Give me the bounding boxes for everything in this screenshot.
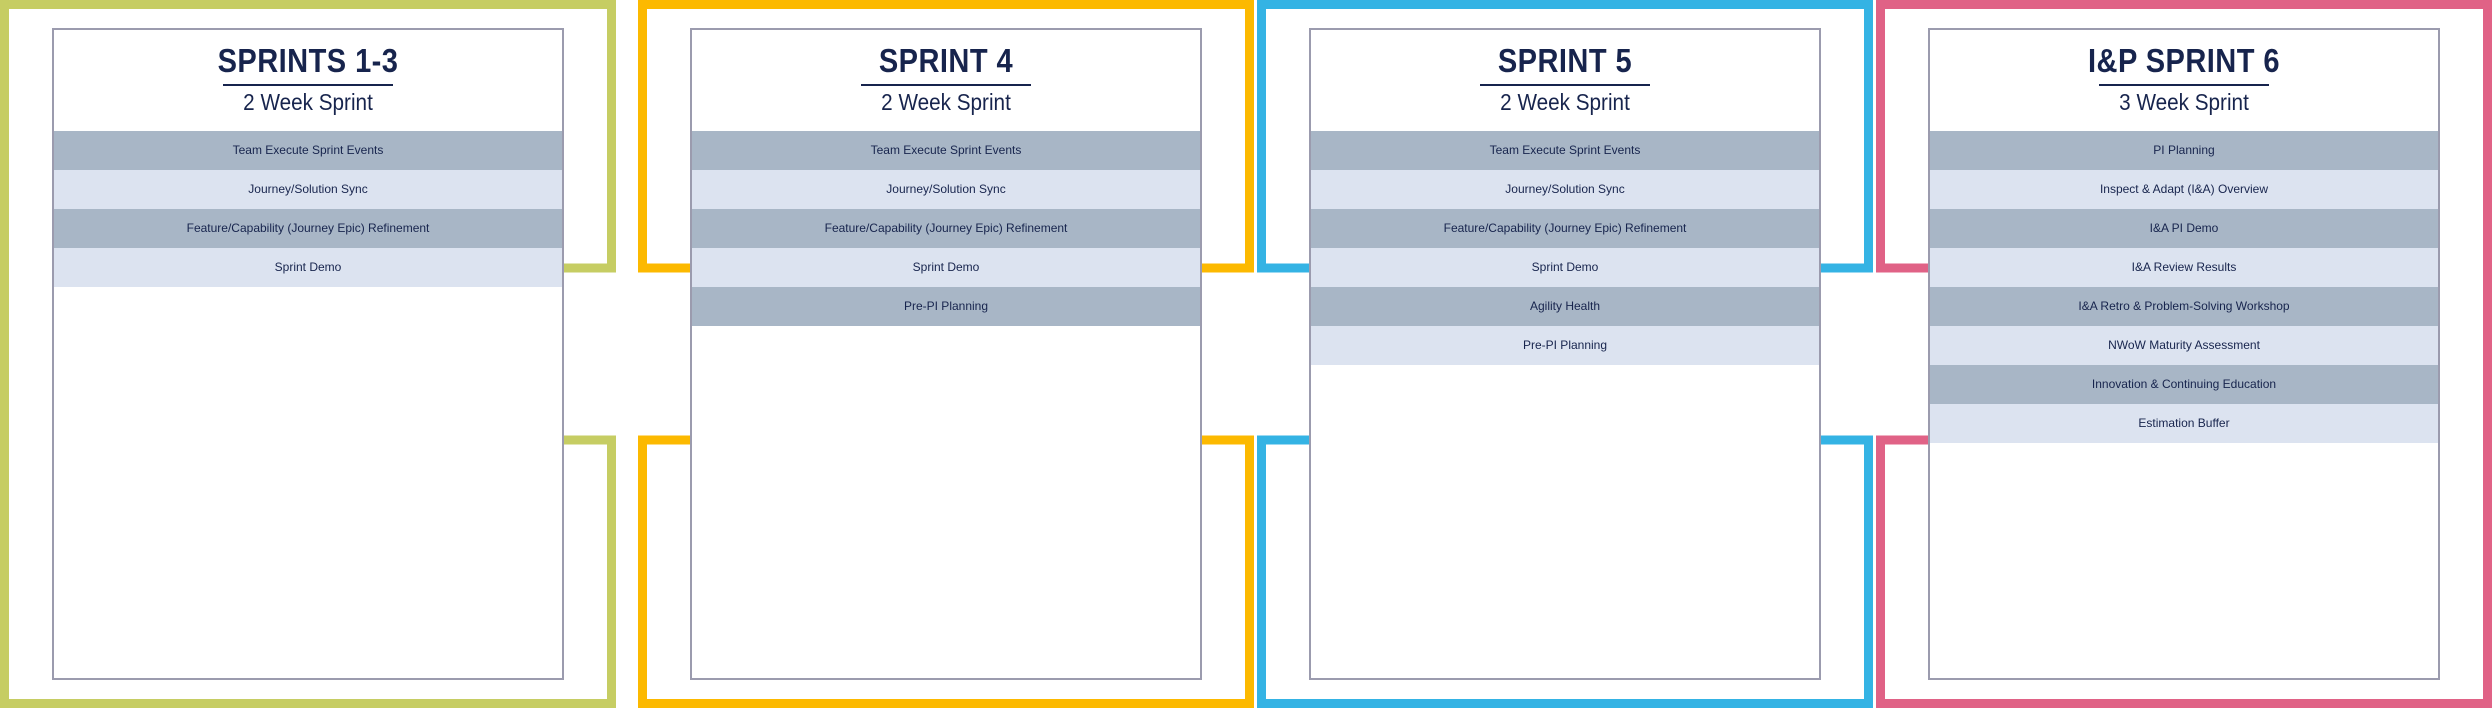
sprint-duration: 3 Week Sprint — [2119, 88, 2249, 115]
sprint-duration: 2 Week Sprint — [243, 88, 373, 115]
sprint-list-filler — [1311, 364, 1819, 678]
sprint-event-row[interactable]: Team Execute Sprint Events — [54, 130, 562, 170]
sprint-event-row[interactable]: I&A Retro & Problem-Solving Workshop — [1930, 286, 2438, 326]
sprint-event-row[interactable]: Sprint Demo — [692, 247, 1200, 287]
sprint-event-row[interactable]: Sprint Demo — [1311, 247, 1819, 287]
sprint-event-row[interactable]: Estimation Buffer — [1930, 403, 2438, 443]
sprint-event-row[interactable]: Journey/Solution Sync — [1311, 169, 1819, 209]
sprint-card-header: SPRINTS 1-3 2 Week Sprint — [54, 30, 562, 131]
title-underline — [1480, 83, 1650, 86]
sprint-card-header: SPRINT 5 2 Week Sprint — [1311, 30, 1819, 131]
sprint-event-row[interactable]: Team Execute Sprint Events — [1311, 130, 1819, 170]
sprint-event-row[interactable]: Inspect & Adapt (I&A) Overview — [1930, 169, 2438, 209]
sprint-list-filler — [54, 286, 562, 678]
sprint-list-filler — [692, 325, 1200, 678]
sprint-event-row[interactable]: Innovation & Continuing Education — [1930, 364, 2438, 404]
sprint-event-row[interactable]: I&A PI Demo — [1930, 208, 2438, 248]
sprint-card-header: I&P SPRINT 6 3 Week Sprint — [1930, 30, 2438, 131]
sprint-duration: 2 Week Sprint — [881, 88, 1011, 115]
sprint-event-row[interactable]: Sprint Demo — [54, 247, 562, 287]
sprint-title: SPRINTS 1-3 — [217, 42, 399, 79]
sprint-event-row[interactable]: I&A Review Results — [1930, 247, 2438, 287]
sprint-event-row[interactable]: Pre-PI Planning — [1311, 325, 1819, 365]
sprint-duration: 2 Week Sprint — [1500, 88, 1630, 115]
sprint-event-row[interactable]: Agility Health — [1311, 286, 1819, 326]
sprint-event-row[interactable]: NWoW Maturity Assessment — [1930, 325, 2438, 365]
sprint-event-row[interactable]: Journey/Solution Sync — [54, 169, 562, 209]
sprint-list-filler — [1930, 442, 2438, 678]
title-underline — [223, 83, 393, 86]
sprint-title: SPRINT 4 — [878, 42, 1014, 79]
sprint-event-row[interactable]: Feature/Capability (Journey Epic) Refine… — [1311, 208, 1819, 248]
sprint-event-row[interactable]: PI Planning — [1930, 130, 2438, 170]
title-underline — [2099, 83, 2269, 86]
sprint-title: I&P SPRINT 6 — [2088, 42, 2280, 79]
sprint-event-row[interactable]: Team Execute Sprint Events — [692, 130, 1200, 170]
sprint-title: SPRINT 5 — [1497, 42, 1633, 79]
sprint-event-row[interactable]: Feature/Capability (Journey Epic) Refine… — [692, 208, 1200, 248]
sprint-event-row[interactable]: Pre-PI Planning — [692, 286, 1200, 326]
sprint-event-row[interactable]: Feature/Capability (Journey Epic) Refine… — [54, 208, 562, 248]
sprint-card-header: SPRINT 4 2 Week Sprint — [692, 30, 1200, 131]
title-underline — [861, 83, 1031, 86]
sprint-event-row[interactable]: Journey/Solution Sync — [692, 169, 1200, 209]
